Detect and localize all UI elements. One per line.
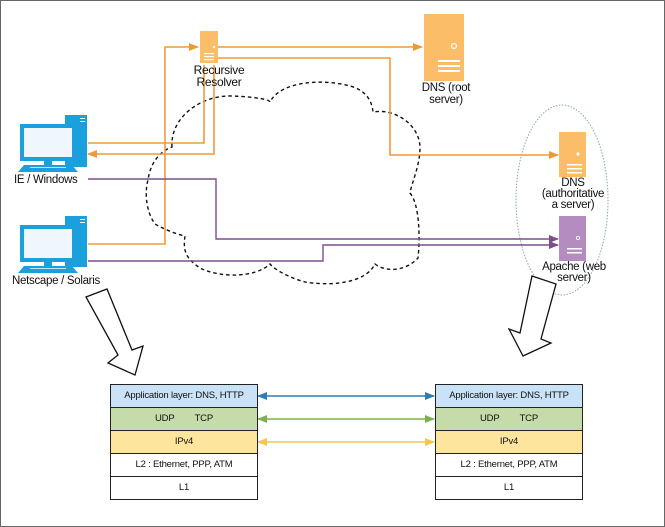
left-protocol-stack: Application layer: DNS, HTTP UDP TCP IPv… [110,384,258,500]
label-line: server) [557,272,591,284]
link-resolver-to-authoritative [218,57,559,159]
apache-web-server-icon[interactable] [559,216,586,261]
network-layer: IPv4 [111,431,257,454]
link-resolver-to-windows [87,65,215,158]
dns-root-server-icon[interactable] [424,14,464,81]
link-solaris-to-resolver [88,43,199,245]
dns-authoritative-server-icon[interactable] [559,132,586,177]
transport-layer: UDP TCP [111,408,257,431]
link-solaris-to-apache [88,241,559,262]
http-lines [88,178,559,262]
recursive-resolver-icon[interactable] [200,31,218,63]
label-line: Recursive [193,63,245,77]
internet-cloud [145,81,421,285]
dns-query-lines [87,43,559,245]
physical-layer: L1 [436,477,582,499]
right-zoom-arrow [507,275,557,357]
label-line: (authoritative [541,188,605,200]
label-line: DNS (root [421,82,471,94]
network-layer: IPv4 [436,431,582,454]
left-zoom-arrow [85,288,144,376]
label-line: Resolver [196,75,242,89]
apache-label: Apache (web server) [534,261,614,284]
windows-client-label: IE / Windows [14,174,78,186]
recursive-resolver-label: Recursive Resolver [180,64,258,88]
windows-computer-icon[interactable] [18,115,87,172]
application-layer: Application layer: DNS, HTTP [111,385,257,408]
application-layer: Application layer: DNS, HTTP [436,385,582,408]
link-windows-to-resolver [88,65,205,144]
link-windows-to-apache [88,178,559,243]
link-layer: L2 : Ethernet, PPP, ATM [111,454,257,477]
solaris-computer-icon[interactable] [18,216,87,273]
dns-authoritative-label: DNS (authoritative a server) [530,177,616,211]
label-line: DNS [561,177,585,189]
right-protocol-stack: Application layer: DNS, HTTP UDP TCP IPv… [435,384,583,500]
label-line: a server) [551,199,595,211]
physical-layer: L1 [111,477,257,499]
server-group-ellipse [515,104,609,296]
solaris-client-label: Netscape / Solaris [12,275,100,287]
transport-layer: UDP TCP [436,408,582,431]
label-line: Apache (web [542,261,606,273]
link-layer: L2 : Ethernet, PPP, ATM [436,454,582,477]
label-line: server) [429,94,463,106]
dns-root-label: DNS (root server) [408,82,484,106]
